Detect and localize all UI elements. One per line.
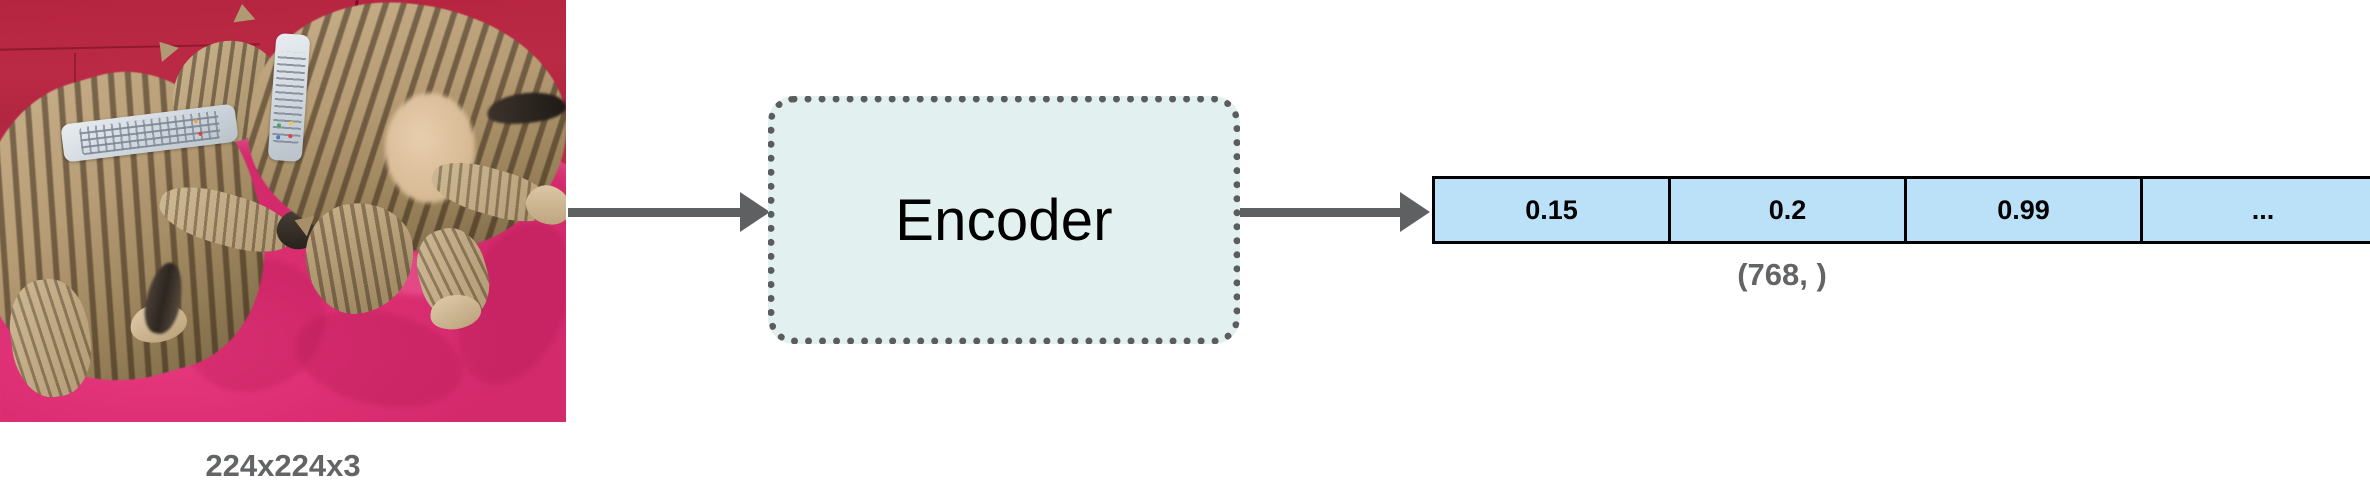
vector-cell[interactable]: 0.15 — [1435, 179, 1671, 241]
arrow-encoder-to-vector-line — [1240, 208, 1406, 217]
vector-cell-value: 0.15 — [1525, 194, 1578, 225]
input-image — [0, 0, 566, 422]
vector-cell-value: 0.99 — [1997, 194, 2050, 225]
cat-left-ear — [230, 2, 256, 23]
remote-button-dot — [287, 133, 292, 138]
cats-photo — [0, 0, 566, 422]
vector-cell-ellipsis[interactable]: ... — [2143, 179, 2370, 241]
arrow-image-to-encoder-line — [568, 208, 746, 217]
input-shape-caption: 224x224x3 — [205, 448, 361, 483]
vector-cell[interactable]: 0.99 — [1907, 179, 2143, 241]
vector-cell-value: 0.2 — [1768, 194, 1807, 225]
remote-button-dot — [288, 120, 293, 126]
encoder-box[interactable]: Encoder — [768, 96, 1240, 344]
output-vector: 0.15 0.2 0.99 ... — [1432, 176, 2370, 244]
remote-buttons — [271, 50, 306, 144]
encoder-label: Encoder — [895, 187, 1113, 253]
vector-cell-value: ... — [2251, 194, 2275, 225]
vector-cell[interactable]: 0.2 — [1671, 179, 1907, 241]
output-shape-caption: (768, ) — [1737, 257, 1827, 292]
arrow-encoder-to-vector-head — [1400, 192, 1430, 232]
arrow-image-to-encoder-head — [740, 192, 770, 232]
remote-button-dot — [277, 122, 282, 127]
